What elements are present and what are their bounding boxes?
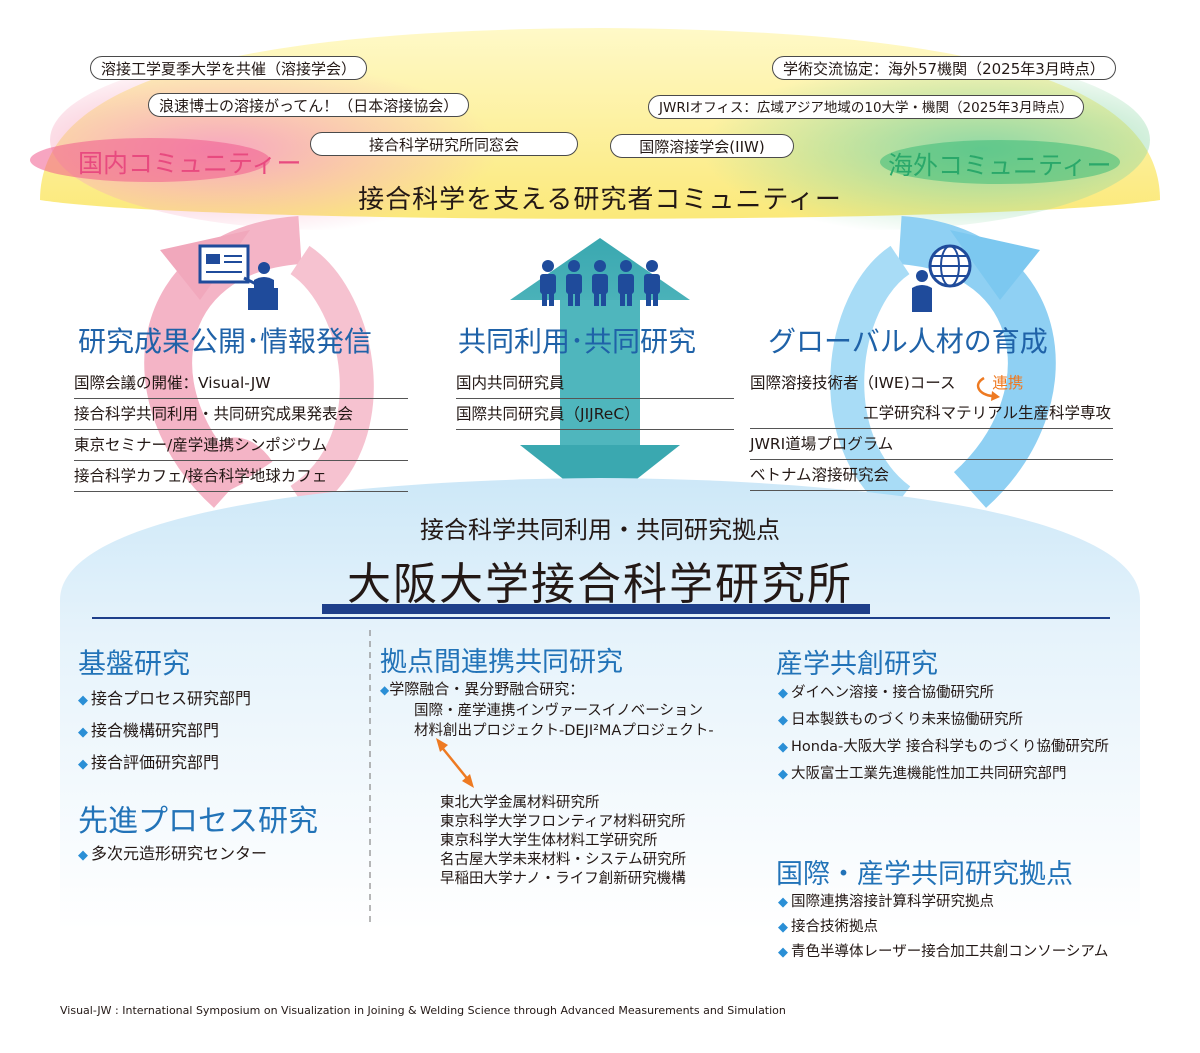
outreach-item: 接合科学共同利用・共同研究成果発表会	[74, 399, 408, 430]
list-item-label: 青色半導体レーザー接合加工共創コンソーシアム	[791, 944, 1109, 960]
institute-subtitle: 接合科学共同利用・共同研究拠点	[420, 516, 780, 544]
globe-person-icon	[912, 244, 972, 312]
list-item-label: Honda-大阪大学 接合科学ものづくり協働研究所	[791, 739, 1109, 755]
outreach-item: 国際会議の開催：Visual-JW	[74, 368, 408, 399]
global-talent-list: 国際溶接技術者（IWE)コース 連携 工学研究科マテリアル生産科学専攻 JWRI…	[750, 368, 1113, 491]
global-talent-heading: グローバル人材の育成	[768, 325, 1048, 358]
list-item: ◆接合評価研究部門	[78, 748, 251, 780]
overseas-pill-iiw: 国際溶接学会(IIW)	[610, 134, 794, 158]
diamond-bullet-icon: ◆	[380, 683, 390, 697]
iwe-course: 国際溶接技術者（IWE)コース	[750, 374, 956, 392]
joint-use-item: 国際共同研究員（JIJReC）	[456, 399, 734, 430]
diamond-bullet-icon: ◆	[778, 767, 788, 782]
global-talent-item: JWRI道場プログラム	[750, 429, 1113, 460]
overseas-pill-jwri-office: JWRIオフィス：広域アジア地域の10大学・機関（2025年3月時点）	[648, 95, 1085, 119]
list-item-label: 接合プロセス研究部門	[91, 689, 252, 708]
diamond-bullet-icon: ◆	[778, 895, 788, 910]
network-research-heading: 拠点間連携共同研究	[380, 647, 623, 678]
list-item-label: 接合技術拠点	[791, 919, 878, 935]
domestic-pill-naniwa: 浪速博士の溶接がってん！（日本溶接協会）	[148, 93, 470, 117]
domestic-pill-alumni: 接合科学研究所同窓会	[310, 132, 578, 156]
list-item: ◆国際連携溶接計算科学研究拠点	[778, 890, 1108, 915]
community-band-title: 接合科学を支える研究者コミュニティー	[358, 185, 842, 215]
partner-institute: 早稲田大学ナノ・ライフ創新研究機構	[440, 871, 686, 887]
footnote: Visual-JW : International Symposium on V…	[60, 1004, 786, 1017]
outreach-item: 接合科学カフェ/接合科学地球カフェ	[74, 461, 408, 492]
industry-research-heading: 産学共創研究	[776, 649, 938, 680]
outreach-item: 東京セミナー/産学連携シンポジウム	[74, 430, 408, 461]
list-item: ◆ダイヘン溶接・接合協働研究所	[778, 680, 1109, 707]
diamond-bullet-icon: ◆	[778, 920, 788, 935]
overseas-pill-agreements: 学術交流協定：海外57機関（2025年3月時点）	[772, 56, 1116, 80]
network-line1-text: 学際融合・異分野融合研究：	[389, 680, 585, 698]
outreach-heading: 研究成果公開･情報発信	[78, 325, 373, 358]
domestic-pill-summer-school: 溶接工学夏季大学を共催（溶接学会）	[90, 56, 368, 80]
list-item: ◆接合プロセス研究部門	[78, 684, 251, 716]
list-item: ◆多次元造形研究センター	[78, 840, 267, 870]
list-item-label: 日本製鉄ものづくり未来協働研究所	[791, 712, 1023, 728]
list-item: ◆接合技術拠点	[778, 915, 1108, 940]
global-talent-item: 国際溶接技術者（IWE)コース 連携	[750, 368, 1113, 398]
global-talent-item: 工学研究科マテリアル生産科学専攻	[750, 398, 1113, 429]
joint-use-heading: 共同利用･共同研究	[458, 325, 697, 358]
diamond-bullet-icon: ◆	[778, 740, 788, 755]
network-line1: ◆学際融合・異分野融合研究：	[380, 678, 584, 699]
partner-institute: 東京科学大学生体材料工学研究所	[440, 833, 658, 849]
diamond-bullet-icon: ◆	[78, 693, 88, 708]
list-item-label: 接合機構研究部門	[91, 721, 220, 740]
advanced-process-list: ◆多次元造形研究センター	[78, 840, 267, 870]
diamond-bullet-icon: ◆	[78, 848, 88, 863]
list-item-label: 大阪富士工業先進機能性加工共同研究部門	[791, 766, 1067, 782]
overseas-community-label: 海外コミュニティー	[888, 151, 1112, 180]
partner-institute: 名古屋大学未来材料・システム研究所	[440, 852, 687, 868]
people-group-icon	[540, 260, 660, 306]
partner-institute: 東京科学大学フロンティア材料研究所	[440, 814, 686, 830]
list-item-label: 国際連携溶接計算科学研究拠点	[791, 894, 994, 910]
list-item: ◆Honda-大阪大学 接合科学ものづくり協働研究所	[778, 734, 1109, 761]
diamond-bullet-icon: ◆	[78, 725, 88, 740]
diamond-bullet-icon: ◆	[778, 945, 788, 960]
diamond-bullet-icon: ◆	[78, 757, 88, 772]
list-item-label: ダイヘン溶接・接合協働研究所	[791, 685, 994, 701]
list-item: ◆大阪富士工業先進機能性加工共同研究部門	[778, 761, 1109, 788]
partner-institute: 東北大学金属材料研究所	[440, 795, 600, 811]
list-item: ◆日本製鉄ものづくり未来協働研究所	[778, 707, 1109, 734]
outreach-list: 国際会議の開催：Visual-JW 接合科学共同利用・共同研究成果発表会 東京セ…	[74, 368, 408, 492]
list-item-label: 多次元造形研究センター	[91, 844, 268, 863]
advanced-process-heading: 先進プロセス研究	[78, 804, 318, 839]
diamond-bullet-icon: ◆	[778, 713, 788, 728]
intl-hub-list: ◆国際連携溶接計算科学研究拠点 ◆接合技術拠点 ◆青色半導体レーザー接合加工共創…	[778, 890, 1108, 965]
basic-research-heading: 基盤研究	[78, 647, 191, 680]
institute-title: 大阪大学接合科学研究所	[347, 559, 853, 610]
intl-hub-heading: 国際・産学共同研究拠点	[776, 859, 1073, 890]
network-line3: 材料創出プロジェクト-DEJI²MAプロジェクト-	[414, 723, 714, 739]
list-item: ◆接合機構研究部門	[78, 716, 251, 748]
diamond-bullet-icon: ◆	[778, 686, 788, 701]
basic-research-list: ◆接合プロセス研究部門 ◆接合機構研究部門 ◆接合評価研究部門	[78, 684, 251, 780]
link-label: 連携	[992, 374, 1024, 392]
joint-use-list: 国内共同研究員 国際共同研究員（JIJReC）	[456, 368, 734, 430]
domestic-community-label: 国内コミュニティー	[78, 149, 302, 178]
partner-institutes-list: 東北大学金属材料研究所 東京科学大学フロンティア材料研究所 東京科学大学生体材料…	[440, 794, 686, 889]
list-item: ◆青色半導体レーザー接合加工共創コンソーシアム	[778, 940, 1108, 965]
presenter-icon	[198, 244, 278, 310]
global-talent-item: ベトナム溶接研究会	[750, 460, 1113, 491]
list-item-label: 接合評価研究部門	[91, 753, 220, 772]
joint-use-item: 国内共同研究員	[456, 368, 734, 399]
industry-research-list: ◆ダイヘン溶接・接合協働研究所 ◆日本製鉄ものづくり未来協働研究所 ◆Honda…	[778, 680, 1109, 788]
network-line2: 国際・産学連携インヴァースイノベーション	[414, 703, 703, 719]
